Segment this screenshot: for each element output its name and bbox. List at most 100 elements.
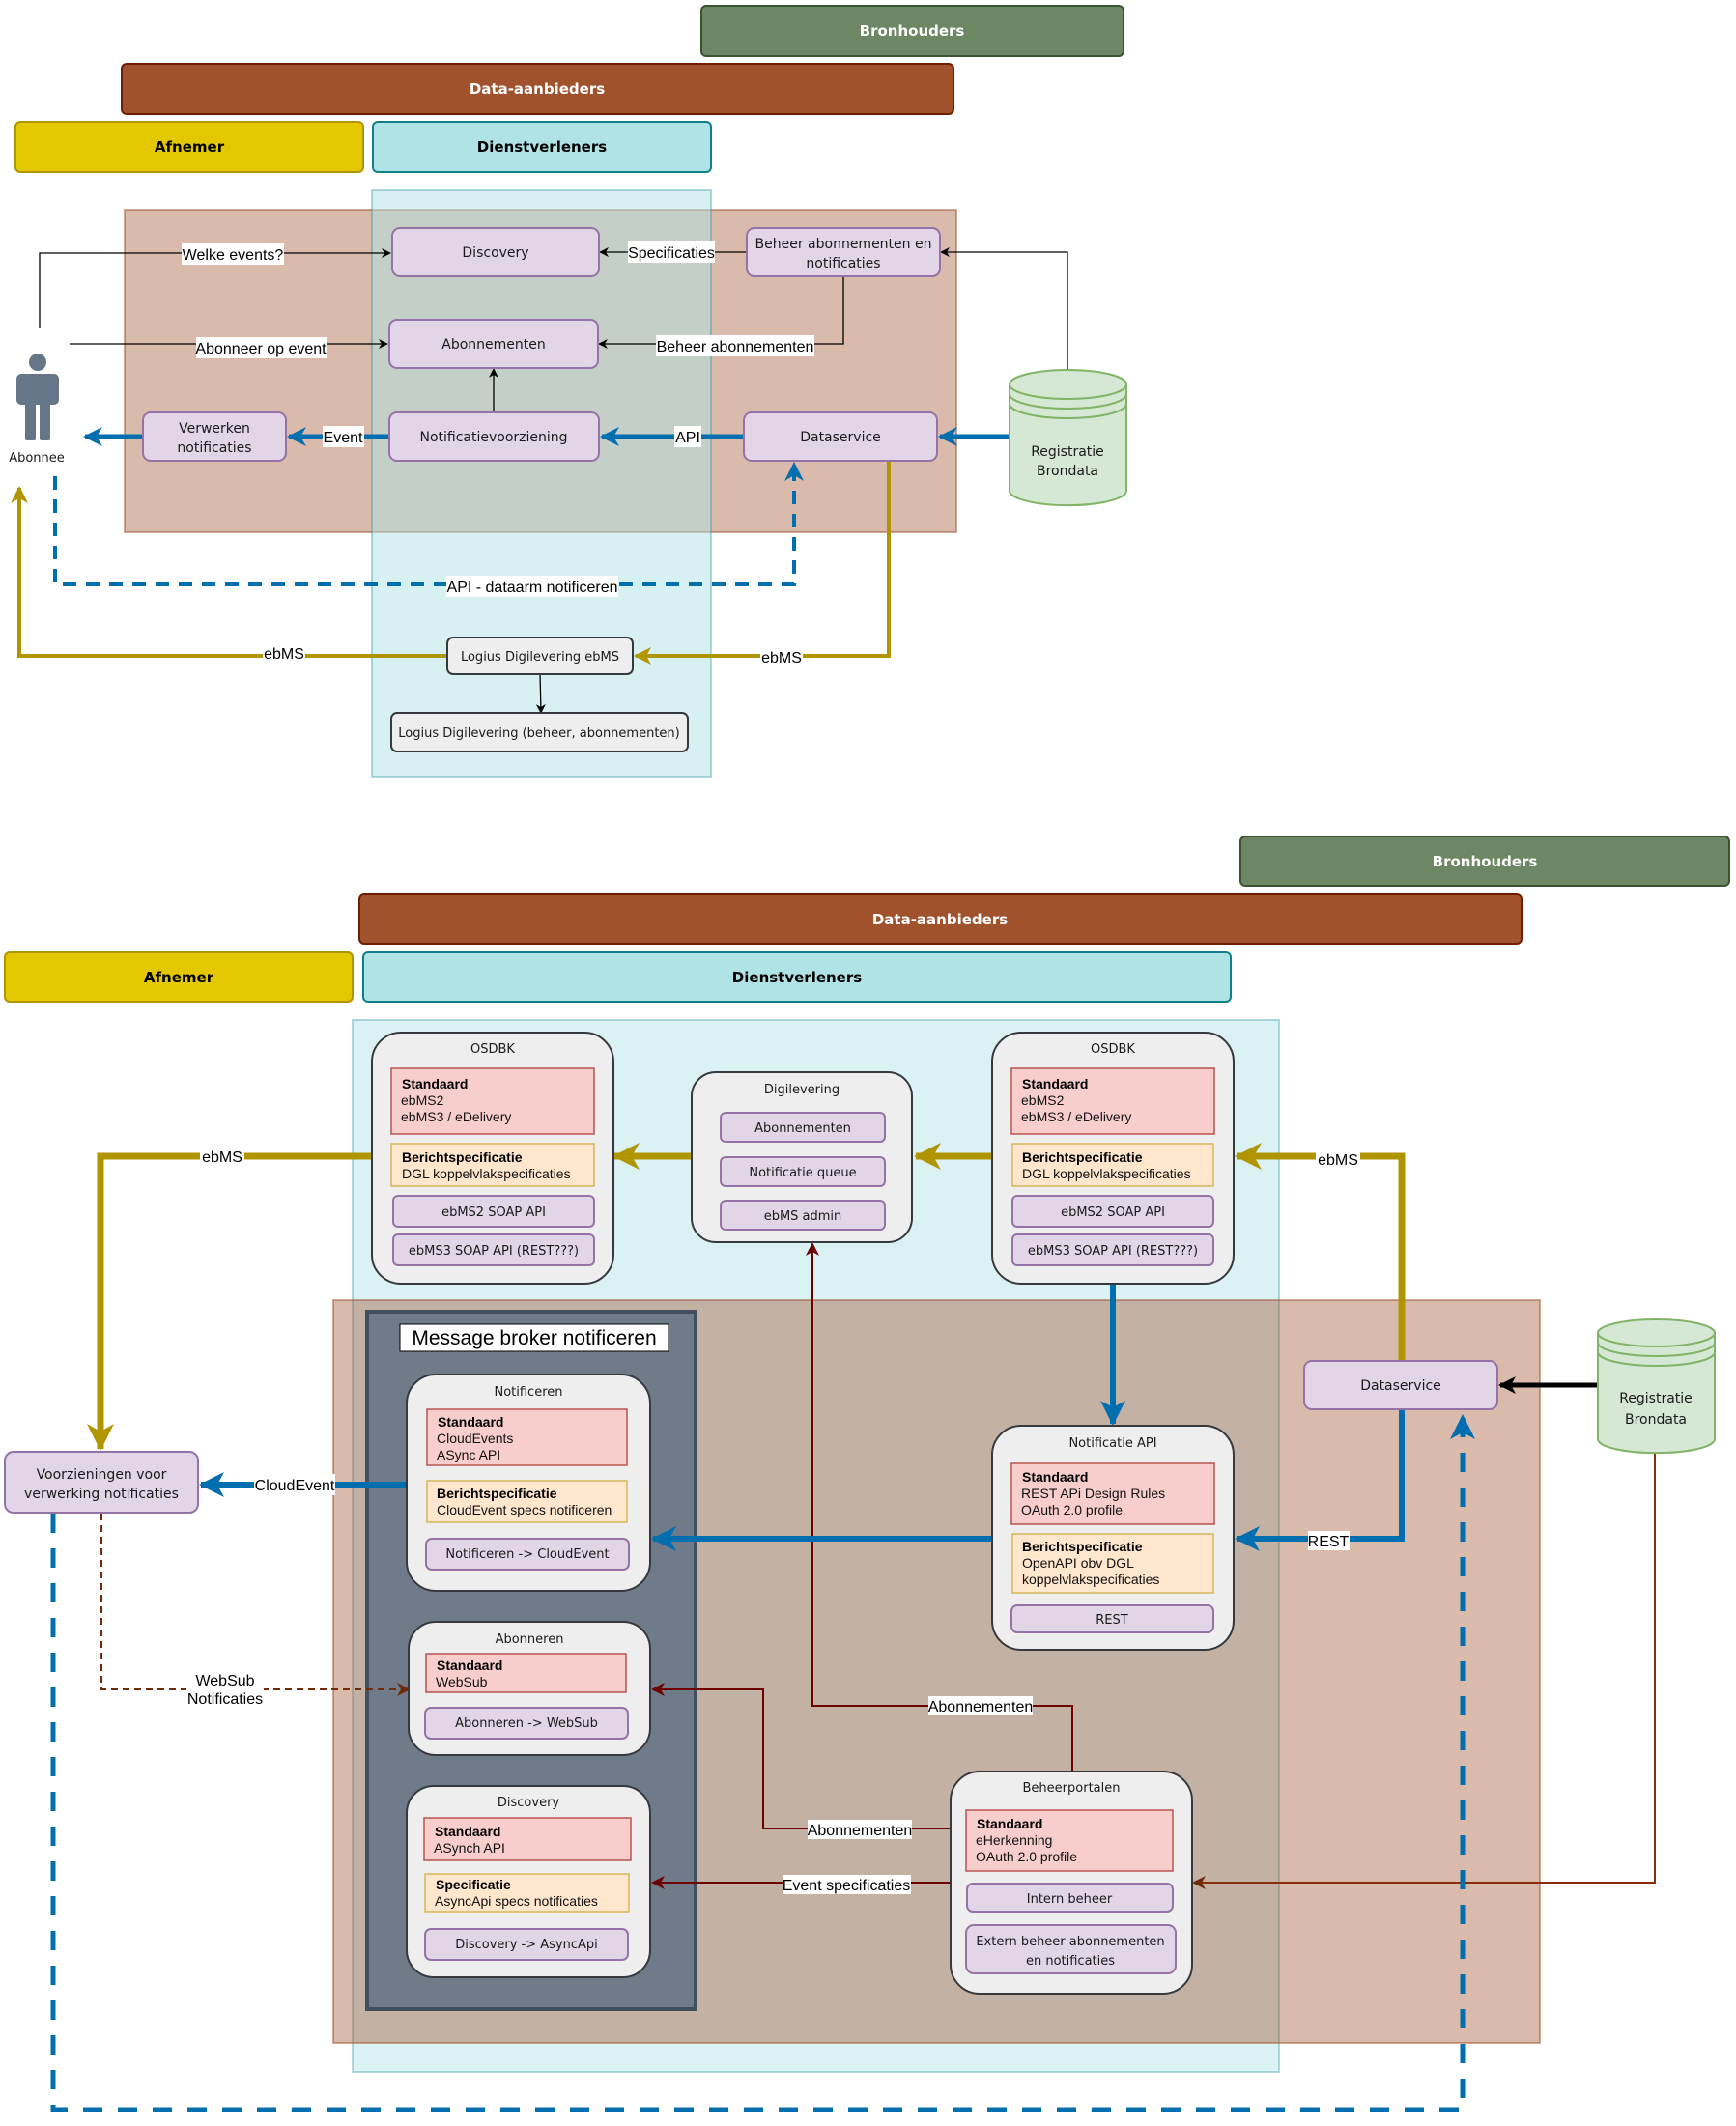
svg-text:ASynch API: ASynch API <box>434 1840 505 1856</box>
svg-text:ebMS3 / eDelivery: ebMS3 / eDelivery <box>1021 1109 1131 1124</box>
node-label: Registratie <box>1619 1391 1693 1406</box>
svg-text:API - dataarm notificeren: API - dataarm notificeren <box>447 580 618 596</box>
item-discovery-asyncapi[interactable]: Discovery -> AsyncApi <box>424 1928 629 1961</box>
svg-text:Beheer abonnementen: Beheer abonnementen <box>657 339 814 355</box>
dienstverleners-zone <box>371 189 712 778</box>
box-title: Abonneren <box>496 1632 564 1647</box>
svg-text:Berichtspecificatie: Berichtspecificatie <box>1022 1149 1143 1165</box>
lane-label: Afnemer <box>144 969 214 986</box>
item-notificatie-queue[interactable]: Notificatie queue <box>720 1156 886 1187</box>
svg-text:Standaard: Standaard <box>435 1824 500 1839</box>
lane-label: Bronhouders <box>1433 853 1538 870</box>
item-rest[interactable]: REST <box>1010 1604 1214 1633</box>
node-dataservice[interactable]: Dataservice <box>1303 1360 1498 1410</box>
item-ebms2-soap-api[interactable]: ebMS2 SOAP API <box>1011 1195 1214 1228</box>
node-logius-ebms[interactable]: Logius Digilevering ebMS <box>446 637 634 675</box>
digilevering[interactable]: Digilevering Abonnementen Notificatie qu… <box>691 1071 913 1243</box>
svg-text:Abonnementen: Abonnementen <box>808 1823 913 1839</box>
box-title: OSDBK <box>470 1042 515 1057</box>
edge-label-api: API <box>674 426 701 447</box>
svg-text:Standaard: Standaard <box>437 1658 502 1673</box>
standaard-box: Standaard ebMS2 ebMS3 / eDelivery <box>1010 1067 1215 1135</box>
svg-text:ebMS2: ebMS2 <box>401 1092 444 1108</box>
edge-label-event-specificaties: Event specificaties <box>783 1875 911 1894</box>
node-label: Dataservice <box>800 430 881 445</box>
notificeren-box[interactable]: Notificeren Standaard CloudEvents ASync … <box>406 1374 651 1592</box>
svg-text:ebMS: ebMS <box>202 1149 242 1166</box>
lane-label: Bronhouders <box>860 22 965 40</box>
svg-text:Discovery -> AsyncApi: Discovery -> AsyncApi <box>455 1938 598 1952</box>
lane-data-aanbieders: Data-aanbieders <box>121 63 954 115</box>
edge-websub <box>100 1514 411 1696</box>
spec-box: Berichtspecificatie DGL koppelvlakspecif… <box>1011 1143 1214 1187</box>
svg-text:Berichtspecificatie: Berichtspecificatie <box>402 1149 523 1165</box>
spec-box: Berichtspecificatie DGL koppelvlakspecif… <box>390 1143 595 1187</box>
edge-registratie-to-beheerportalen <box>1192 1453 1656 1889</box>
svg-text:CloudEvent: CloudEvent <box>255 1478 335 1494</box>
svg-text:ebMS3 / eDelivery: ebMS3 / eDelivery <box>401 1109 511 1124</box>
item-abonneren-websub[interactable]: Abonneren -> WebSub <box>424 1707 629 1740</box>
item-abonnementen[interactable]: Abonnementen <box>720 1112 886 1143</box>
svg-text:AsyncApi specs notificaties: AsyncApi specs notificaties <box>435 1893 598 1909</box>
node-voorzieningen[interactable]: Voorzieningen voor verwerking notificati… <box>4 1451 199 1514</box>
standaard-box: Standaard WebSub <box>425 1653 627 1693</box>
discovery-box[interactable]: Discovery Standaard ASynch API Specifica… <box>406 1785 651 1978</box>
node-dataservice[interactable]: Dataservice <box>743 411 938 462</box>
node-verwerken-notificaties[interactable]: Verwerken notificaties <box>142 411 287 462</box>
item-extern-beheer[interactable]: Extern beheer abonnementen en notificati… <box>965 1924 1177 1974</box>
lane-bronhouders: Bronhouders <box>700 5 1124 57</box>
node-registratie-brondata[interactable]: Registratie Brondata <box>1597 1318 1716 1455</box>
node-discovery[interactable]: Discovery <box>391 227 600 277</box>
svg-text:koppelvlakspecificaties: koppelvlakspecificaties <box>1022 1572 1159 1587</box>
box-title: OSDBK <box>1091 1042 1135 1057</box>
edge-label-ebms-right: ebMS <box>1316 1149 1360 1169</box>
svg-text:Notificatie queue: Notificatie queue <box>749 1166 856 1180</box>
svg-text:en notificaties: en notificaties <box>1026 1954 1115 1969</box>
box-title: Discovery <box>498 1796 560 1810</box>
beheerportalen-box[interactable]: Beheerportalen Standaard eHerkenning OAu… <box>950 1771 1193 1995</box>
actor-abonnee[interactable]: Abonnee <box>9 354 65 466</box>
item-ebms3-soap-api[interactable]: ebMS3 SOAP API (REST???) <box>1011 1233 1214 1266</box>
svg-text:Abonnementen: Abonnementen <box>928 1699 1034 1715</box>
item-ebms3-soap-api[interactable]: ebMS3 SOAP API (REST???) <box>392 1233 595 1266</box>
lane-dienstverleners: Dienstverleners <box>372 121 712 173</box>
edge-label-cloudevent: CloudEvent <box>254 1474 335 1495</box>
node-label: Brondata <box>1625 1412 1687 1428</box>
abonneren-box[interactable]: Abonneren Standaard WebSub Abonneren -> … <box>408 1621 651 1756</box>
top-diagram: Bronhouders Data-aanbieders Afnemer Dien… <box>9 5 1127 778</box>
svg-text:CloudEvent specs notificeren: CloudEvent specs notificeren <box>437 1502 612 1517</box>
svg-text:Notificeren -> CloudEvent: Notificeren -> CloudEvent <box>445 1547 609 1562</box>
notificatie-api-box[interactable]: Notificatie API Standaard REST APi Desig… <box>991 1425 1235 1651</box>
node-label: Notificatievoorziening <box>419 430 567 445</box>
osdbk-right[interactable]: OSDBK Standaard ebMS2 ebMS3 / eDelivery … <box>991 1032 1235 1285</box>
lane-label: Afnemer <box>155 138 225 156</box>
svg-text:API: API <box>675 430 700 446</box>
node-logius-beheer[interactable]: Logius Digilevering (beheer, abonnemente… <box>390 712 689 752</box>
osdbk-left[interactable]: OSDBK Standaard ebMS2 ebMS3 / eDelivery … <box>371 1032 614 1285</box>
lane-label: Dienstverleners <box>477 138 607 156</box>
item-ebms-admin[interactable]: ebMS admin <box>720 1200 886 1231</box>
edge-label-abonnementen-mid: Abonnementen <box>808 1820 913 1839</box>
svg-text:ebMS2 SOAP API: ebMS2 SOAP API <box>1061 1205 1165 1220</box>
node-registratie-brondata[interactable]: Registratie Brondata <box>1009 369 1127 507</box>
message-broker-title: Message broker notificeren <box>412 1327 656 1349</box>
svg-text:Standaard: Standaard <box>402 1076 468 1091</box>
item-ebms2-soap-api[interactable]: ebMS2 SOAP API <box>392 1195 595 1228</box>
box-title: Beheerportalen <box>1023 1781 1121 1796</box>
svg-text:eHerkenning: eHerkenning <box>976 1832 1052 1848</box>
svg-text:REST APi Design Rules: REST APi Design Rules <box>1021 1486 1165 1501</box>
svg-text:Specificatie: Specificatie <box>436 1877 511 1892</box>
spec-box: Specificatie AsyncApi specs notificaties <box>424 1873 630 1913</box>
svg-text:OAuth 2.0 profile: OAuth 2.0 profile <box>976 1849 1077 1864</box>
edge-label-beheer-abonnementen: Beheer abonnementen <box>656 335 814 356</box>
edge-label-abonnementen-top: Abonnementen <box>928 1696 1034 1715</box>
node-label: Verwerken <box>179 421 250 437</box>
lane-afnemer: Afnemer <box>4 951 354 1003</box>
item-notificeren-cloudevent[interactable]: Notificeren -> CloudEvent <box>425 1538 630 1571</box>
node-notificatievoorziening[interactable]: Notificatievoorziening <box>388 411 600 462</box>
item-intern-beheer[interactable]: Intern beheer <box>966 1883 1174 1913</box>
svg-text:Welke events?: Welke events? <box>183 247 284 264</box>
node-beheer-abonnementen[interactable]: Beheer abonnementen en notificaties <box>746 227 941 277</box>
node-abonnementen[interactable]: Abonnementen <box>388 319 599 369</box>
